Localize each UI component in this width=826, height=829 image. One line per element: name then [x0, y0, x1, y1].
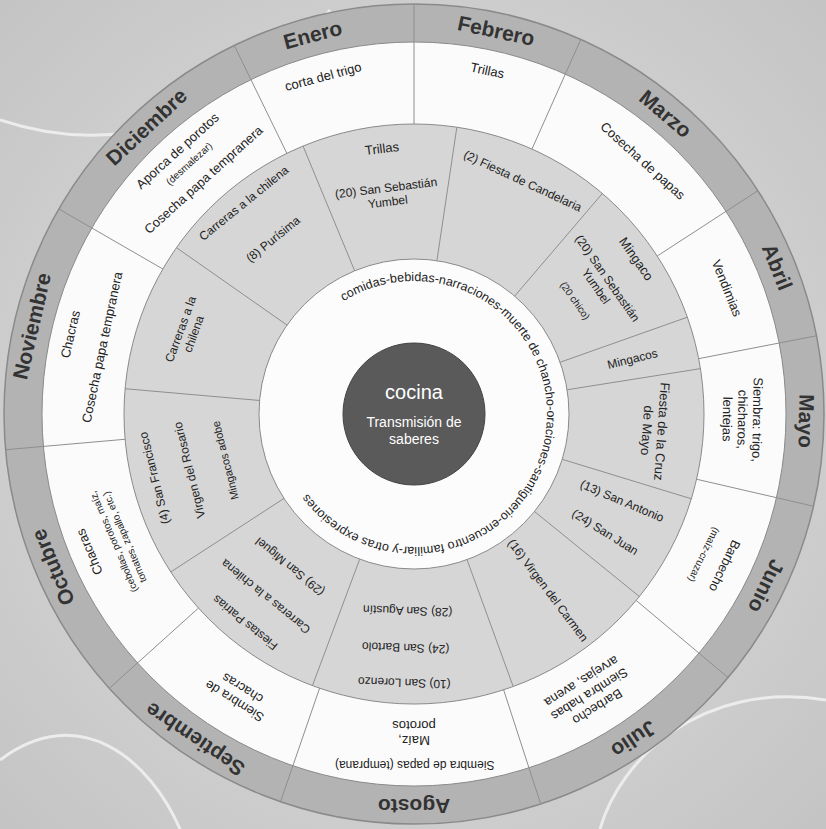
activity-ring [42, 42, 786, 786]
activity-label: Barbecho Siembra habas arvejas, avena [538, 650, 640, 737]
festivity-label: Fiesta de la Cruz de Mayo [635, 377, 672, 484]
month-label: Junio [743, 555, 789, 616]
festivity-label: Mingacos [606, 347, 659, 373]
sector-divider [504, 690, 541, 804]
festivity-label: (16) Virgen del Carmen [504, 537, 590, 645]
circle-fill [343, 343, 485, 485]
center-title: cocina [359, 380, 469, 404]
month-label: Julio [606, 715, 660, 762]
sector-divider [699, 336, 817, 359]
sector-divider [281, 688, 320, 801]
sector-divider [109, 608, 198, 688]
festivity-label: (2) Fiesta de Candelaria [461, 148, 584, 215]
month-label: Octubre [26, 525, 80, 609]
month-label: Noviembre [8, 270, 56, 381]
calendar-rings [4, 4, 824, 824]
festivity-label: Mingaco [615, 235, 655, 284]
sector-divider [125, 389, 259, 401]
festivity-label: (4) San Francisco [138, 431, 174, 526]
sector-divider [532, 39, 581, 149]
sector-divider [59, 209, 163, 269]
activity-label: Siembra: trigo, chicharos, lentejas [719, 372, 765, 468]
sector-dividers [6, 4, 817, 804]
festivity-label: Mingacos adobe [210, 420, 242, 501]
festivity-label: (8) Purísima [243, 214, 302, 266]
activity-label: Trillas [469, 61, 506, 83]
festivity-label: (20) San Sebastián Yumbel [330, 175, 445, 216]
sector-divider [636, 600, 728, 677]
sector-divider [414, 4, 415, 124]
sector-divider [697, 479, 814, 506]
activity-label: Chacras [59, 310, 84, 361]
feather-stroke [0, 735, 180, 829]
inner-ring [259, 259, 569, 569]
festivity-label: (24) San Juan [569, 507, 640, 559]
month-label: Mayo [793, 394, 818, 448]
festivity-label: (28) San Agustín [362, 601, 452, 618]
festivity-label: (10) San Lorenzo [358, 673, 451, 690]
month-label: Septiembre [141, 697, 249, 781]
sector-divider [467, 560, 513, 687]
month-label: Enero [280, 16, 344, 55]
sector-divider [657, 191, 758, 256]
center-subtitle: Transmisión de saberes [359, 414, 469, 448]
sector-divider [437, 127, 457, 261]
festivity-label: Virgen del Rosario [172, 420, 209, 519]
sector-divider [303, 146, 355, 271]
activity-label: Maíz, porotos [383, 717, 445, 747]
month-label: Febrero [455, 11, 536, 51]
festivity-label: (24) San Bartolo [362, 638, 450, 655]
festivity-ring [124, 124, 704, 704]
sector-divider [567, 369, 700, 390]
center-circle: cocinaTransmisión de saberes [342, 342, 486, 486]
activity-label: (cebollas, porotos, maíz, tomates, zapal… [83, 475, 155, 604]
activity-label: Chacras [74, 526, 107, 576]
month-label: Abril [757, 241, 797, 294]
ring-text-line: comidas-bebidas-narraciones-muerte de ch… [299, 270, 558, 558]
month-label: Agosto [378, 794, 450, 818]
ring-text: comidas-bebidas-narraciones-muerte de ch… [299, 270, 558, 558]
activity-label: corta del trigo [284, 60, 364, 95]
circle-shape [342, 342, 486, 486]
sector-divider [312, 559, 359, 685]
festivity-label: Carreras a la chilena [160, 285, 217, 379]
activity-label: Cosecha papa tempranera [80, 271, 127, 425]
festivity-label: Trillas [364, 140, 400, 159]
activity-label: Siembra de papas (temprana) [335, 757, 494, 771]
activity-label: Vendimias [707, 257, 743, 318]
month-label: Marzo [635, 85, 697, 143]
month-band [4, 4, 824, 824]
activity-label: Cosecha papa tempranera [142, 124, 266, 238]
sector-divider [6, 439, 126, 449]
activity-label: Siembra de chacras [201, 662, 278, 725]
